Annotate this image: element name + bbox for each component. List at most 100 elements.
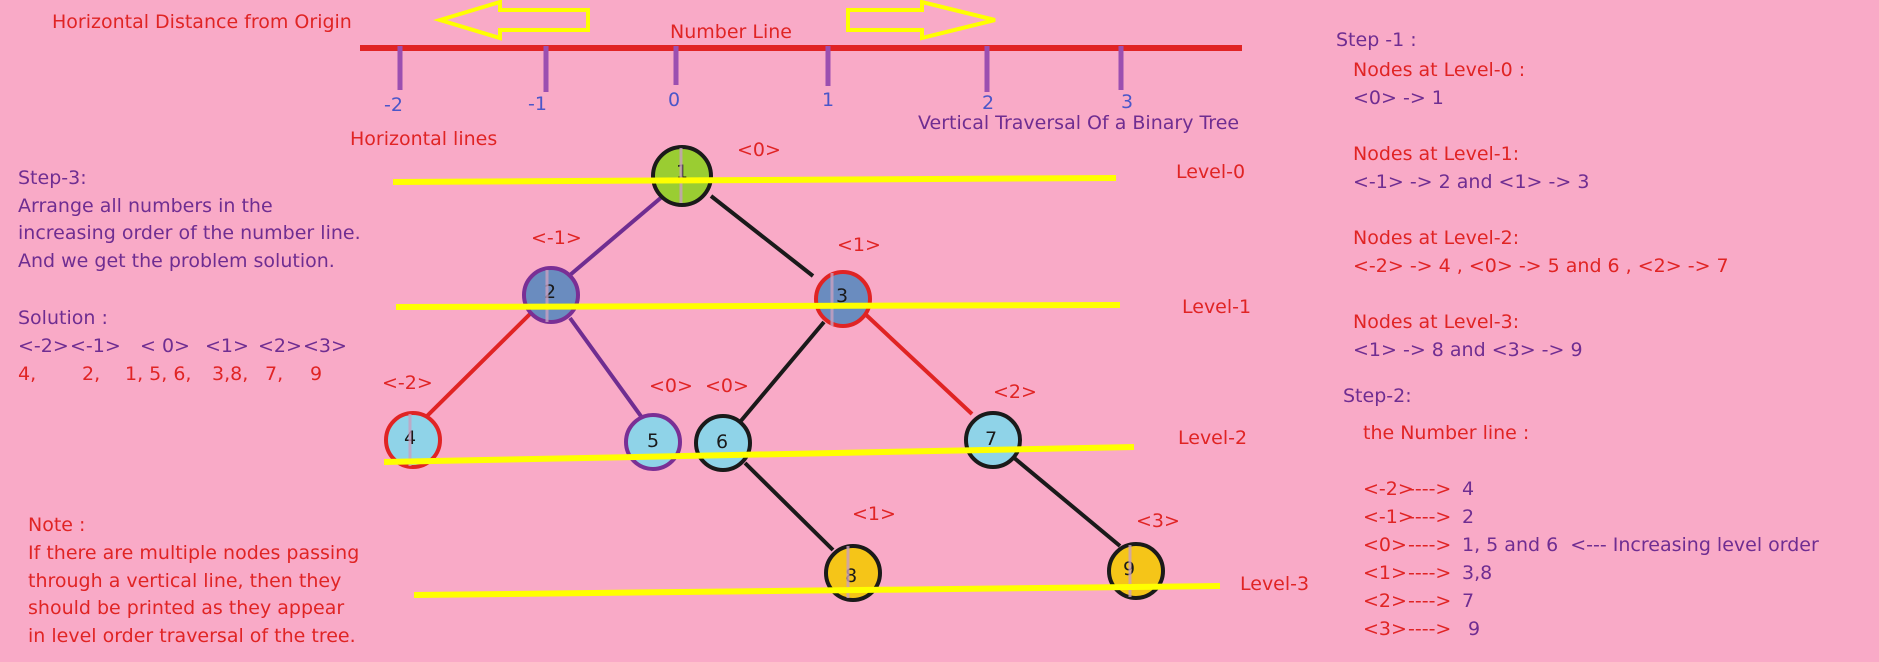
tick-label: 1 (822, 89, 834, 111)
step2-arrow: ----> (1408, 534, 1451, 556)
level-label-2: Level-2 (1178, 427, 1247, 449)
step1-group-title: Nodes at Level-0 : (1353, 59, 1525, 81)
svg-text:5: 5 (647, 430, 659, 452)
svg-text:6: 6 (716, 431, 728, 453)
edge-3-7 (861, 310, 974, 416)
step2-value: 2 (1462, 506, 1474, 528)
node-3: 3 (814, 270, 872, 328)
step2-key: <0> (1363, 534, 1407, 556)
solution-header: <-2> (18, 335, 69, 357)
step1-group-text: <-1> -> 2 and <1> -> 3 (1353, 171, 1589, 193)
step2-arrow: ----> (1408, 478, 1451, 500)
solution-value: 4, (18, 363, 36, 385)
node-4: 4 (384, 411, 442, 469)
step3-heading: Step-3: (18, 167, 87, 189)
edge-6-8 (743, 461, 835, 552)
node-7: 7 (964, 411, 1022, 469)
hd-label-node-1: <0> (737, 139, 781, 161)
level-label-1: Level-1 (1182, 296, 1251, 318)
note-heading: Note : (28, 514, 85, 536)
step2-panel: Step-2: the Number line : <-2> ----> 4 <… (1343, 385, 1819, 640)
edge-2-4 (423, 312, 532, 420)
hd-label-node-9: <3> (1136, 510, 1180, 532)
step1-group-text: <-2> -> 4 , <0> -> 5 and 6 , <2> -> 7 (1353, 255, 1729, 277)
node-2: 2 (522, 266, 580, 324)
tick-label: -2 (384, 94, 403, 116)
svg-text:7: 7 (985, 428, 997, 450)
hd-label-node-3: <1> (837, 234, 881, 256)
node-vertical-marks (408, 148, 1132, 598)
hd-label-node-4: <-2> (382, 372, 433, 394)
step3-line: Arrange all numbers in the (18, 195, 273, 217)
tick-label: -1 (528, 93, 547, 115)
edge-1-3 (709, 194, 815, 278)
step2-key: <-2> (1363, 478, 1414, 500)
step2-arrow: ----> (1408, 506, 1451, 528)
solution-value: 7, (265, 363, 283, 385)
level-label-0: Level-0 (1176, 161, 1245, 183)
solution-value: 9 (310, 363, 322, 385)
step2-value: 4 (1462, 478, 1474, 500)
edge-2-5 (568, 316, 645, 421)
edge-3-6 (738, 320, 826, 424)
left-arrow-icon (433, 0, 590, 41)
hd-label-node-8: <1> (852, 503, 896, 525)
level-line-1 (395, 302, 1121, 310)
solution-header: <1> (205, 335, 249, 357)
hd-label-node-5: <0> (649, 375, 693, 397)
solution-header: <-1> (70, 335, 121, 357)
note-line: If there are multiple nodes passing (28, 542, 359, 564)
solution-header: <3> (303, 335, 347, 357)
step2-arrow: ----> (1408, 590, 1451, 612)
note-line: in level order traversal of the tree. (28, 625, 356, 647)
step2-key: <2> (1363, 590, 1407, 612)
solution-heading: Solution : (18, 307, 108, 329)
hd-from-origin-label: Horizontal Distance from Origin (52, 11, 352, 33)
step2-value: 7 (1462, 590, 1474, 612)
step1-group-text: <1> -> 8 and <3> -> 9 (1353, 339, 1583, 361)
tick-label: 3 (1121, 91, 1133, 113)
node-5: 5 (624, 413, 682, 471)
solution-header: <2> (258, 335, 302, 357)
step3-line: And we get the problem solution. (18, 250, 335, 272)
solution-value: 1, 5, 6, (125, 363, 191, 385)
svg-text:3: 3 (836, 285, 848, 307)
step2-arrow: ----> (1408, 562, 1451, 584)
level-line-2 (383, 444, 1135, 465)
note-line: through a vertical line, then they (28, 570, 341, 592)
step2-value: 3,8 (1462, 562, 1492, 584)
step1-panel: Step -1 : Nodes at Level-0 : <0> -> 1 No… (1336, 29, 1729, 361)
level-label-3: Level-3 (1240, 573, 1309, 595)
edge-7-9 (1011, 455, 1122, 548)
step3-line: increasing order of the number line. (18, 222, 361, 244)
note-panel: Note : If there are multiple nodes passi… (28, 514, 359, 647)
hd-label-node-7: <2> (993, 381, 1037, 403)
tick-label: 0 (668, 89, 680, 111)
step1-group-title: Nodes at Level-2: (1353, 227, 1519, 249)
right-arrow-icon (846, 0, 996, 41)
step2-heading: Step-2: (1343, 385, 1412, 407)
solution-value: 2, (82, 363, 100, 385)
tree-edges (423, 194, 1122, 552)
diagram-title: Vertical Traversal Of a Binary Tree (918, 112, 1239, 134)
edge-1-2 (568, 194, 665, 277)
solution-header: < 0> (140, 335, 190, 357)
step2-value: 1, 5 and 6 <--- Increasing level order (1462, 534, 1819, 556)
step2-key: <-1> (1363, 506, 1414, 528)
step2-key: <1> (1363, 562, 1407, 584)
step2-arrow: ----> (1408, 618, 1451, 640)
step1-group-title: Nodes at Level-3: (1353, 311, 1519, 333)
step1-heading: Step -1 : (1336, 29, 1417, 51)
step2-key: <3> (1363, 618, 1407, 640)
hd-label-node-2: <-1> (531, 227, 582, 249)
tick-label: 2 (982, 92, 994, 114)
level-line-3 (413, 583, 1221, 598)
number-line-label: Number Line (670, 21, 792, 43)
level-line-0 (392, 175, 1117, 185)
horizontal-lines-label: Horizontal lines (350, 128, 497, 150)
node-6: 6 (694, 414, 752, 472)
note-line: should be printed as they appear (28, 597, 344, 619)
number-line-ticks (397, 46, 1124, 92)
step1-group-title: Nodes at Level-1: (1353, 143, 1519, 165)
solution-value: 3,8, (212, 363, 248, 385)
